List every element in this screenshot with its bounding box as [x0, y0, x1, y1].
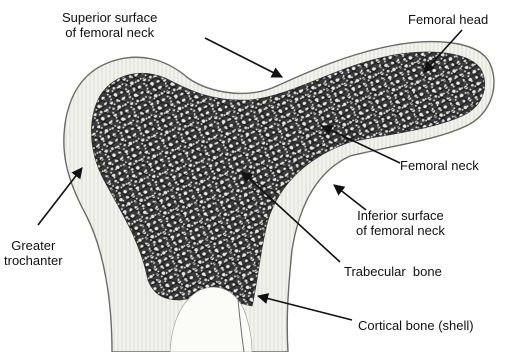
label-inferior-surface: Inferior surface of femoral neck [356, 208, 445, 238]
label-greater-trochanter-line2: trochanter [4, 253, 63, 268]
label-femoral-head: Femoral head [408, 12, 488, 27]
label-femoral-neck: Femoral neck [400, 158, 479, 173]
label-trabecular-bone: Trabecular bone [344, 264, 442, 279]
label-greater-trochanter-line1: Greater [4, 238, 63, 253]
label-greater-trochanter: Greater trochanter [4, 238, 63, 268]
label-inferior-surface-line1: Inferior surface [356, 208, 445, 223]
label-cortical-bone: Cortical bone (shell) [358, 318, 474, 333]
arrow-greater-trochanter [38, 168, 82, 225]
label-superior-surface: Superior surface of femoral neck [62, 10, 157, 40]
label-superior-surface-line1: Superior surface [62, 10, 157, 25]
arrow-superior-surface [205, 38, 282, 77]
arrow-inferior-surface [334, 185, 366, 210]
label-inferior-surface-line2: of femoral neck [356, 223, 445, 238]
label-superior-surface-line2: of femoral neck [62, 25, 157, 40]
